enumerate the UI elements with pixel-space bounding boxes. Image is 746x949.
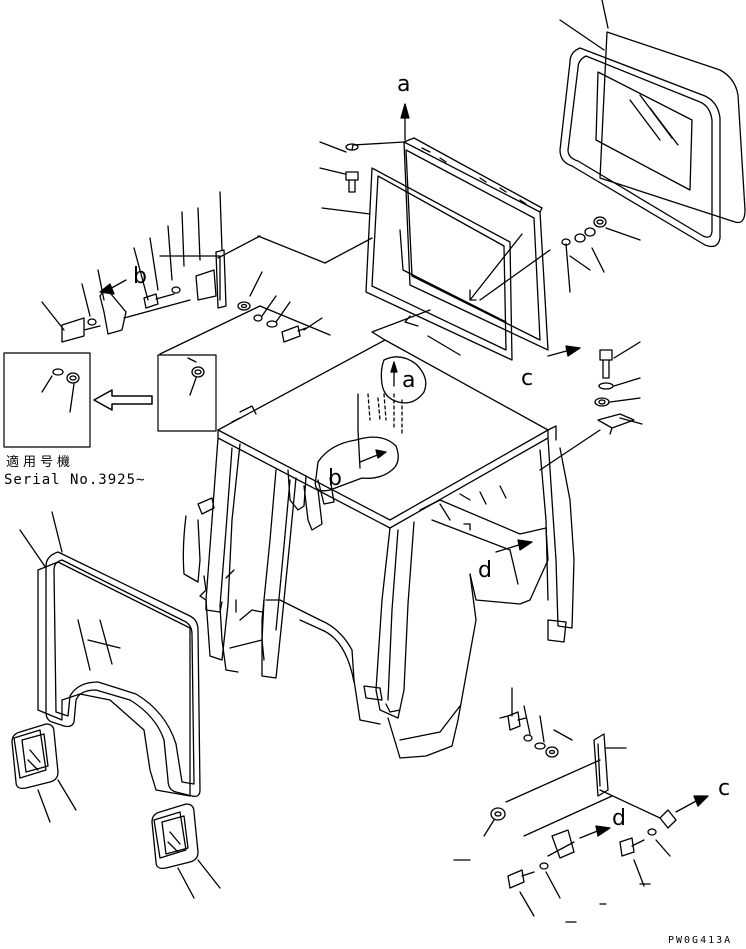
cab-frame [182,437,575,759]
bottom-left-nut [483,807,506,837]
upper-window-frame [351,137,549,361]
arrow-c-bottom [675,795,709,813]
bottom-right-bracket [499,687,677,859]
callout-a-top: a [397,72,411,97]
left-hinge-plate [41,269,191,343]
bottom-bolts [507,828,671,917]
drawing-code: PW0G413A [668,935,733,946]
callout-a-roof: a [402,368,416,393]
right-bolt-group [539,341,643,471]
rear-window-glass [559,0,746,248]
arrow-d-cab [495,539,533,553]
top-frame-hardware [319,141,371,215]
arrow-d-bottom [579,825,611,839]
callout-c-bottom: c [718,776,731,801]
serial-inset-box [3,352,91,448]
callout-c-right: c [521,366,534,391]
arrow-b-left [99,279,127,295]
side-window-glass [19,511,201,798]
arrow-a-up [400,103,410,141]
detail-inset-box [157,354,217,432]
right-fasteners [469,216,641,301]
serial-number-label: Serial No.3925~ [4,472,146,488]
callout-b-roof: b [328,466,342,491]
arrow-c-right [547,345,581,357]
callout-d-front: d [478,558,492,583]
small-glass-piece-1 [11,723,77,823]
hollow-arrow-left [93,389,153,411]
callout-b-left: b [133,264,147,289]
reference-dashes [453,859,651,923]
callout-d-bottom: d [612,806,626,831]
hinge-bolts [159,271,331,355]
small-glass-piece-2 [151,803,221,899]
left-bracket-group [133,191,373,309]
applicability-label: 適用号機 [6,455,75,470]
roof-arrows [359,361,398,463]
